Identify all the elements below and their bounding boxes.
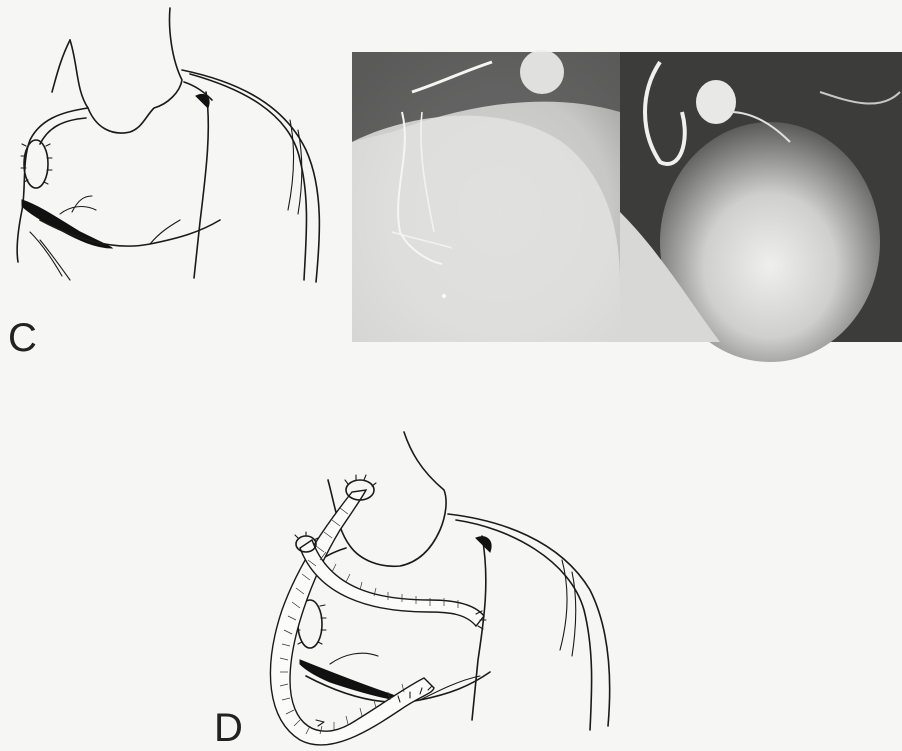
panel-label-d: D	[214, 708, 243, 748]
